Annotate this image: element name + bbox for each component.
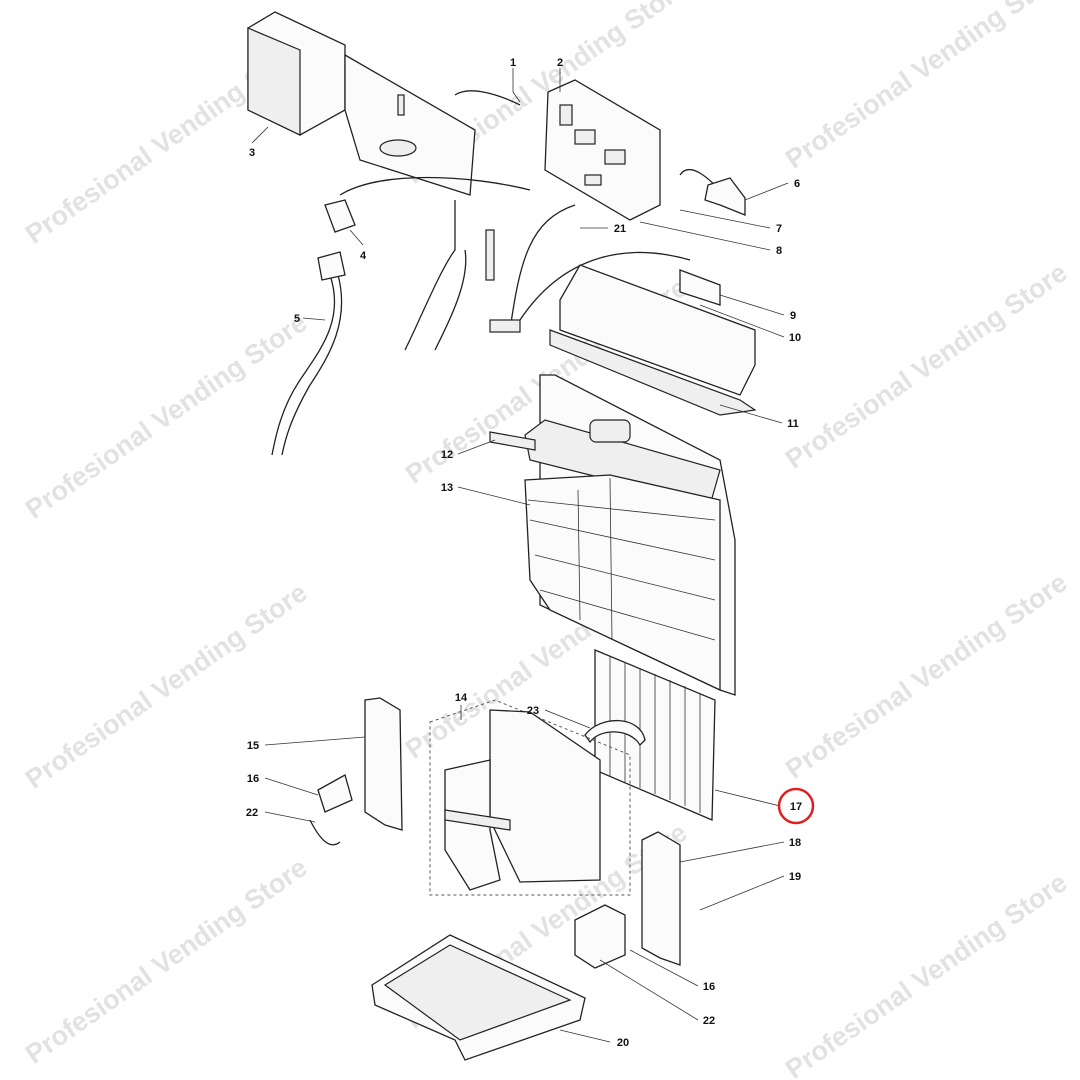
label-2: 2: [557, 57, 563, 69]
part-3-cover[interactable]: [247, 11, 476, 196]
label-22: 22: [246, 807, 258, 819]
label-4: 4: [360, 250, 367, 262]
label-16b: 16: [703, 981, 715, 993]
label-16: 16: [247, 773, 259, 785]
label-17: 17: [790, 801, 802, 813]
label-9: 9: [790, 310, 796, 322]
leader-lines: [251, 68, 789, 1043]
part-4-sensor[interactable]: [317, 199, 356, 281]
label-19: 19: [789, 871, 801, 883]
part-18-hinge-plate[interactable]: [574, 831, 681, 969]
label-18: 18: [789, 837, 801, 849]
label-14: 14: [455, 692, 468, 704]
highlight-circle: [777, 787, 815, 825]
part-11-holder[interactable]: [549, 264, 757, 416]
label-15: 15: [247, 740, 259, 752]
label-20: 20: [617, 1037, 629, 1049]
part-15-hinge-plate[interactable]: [309, 697, 403, 846]
label-3: 3: [249, 147, 255, 159]
label-22b: 22: [703, 1015, 715, 1027]
part-12-ribbon[interactable]: [489, 431, 536, 451]
label-7: 7: [776, 223, 782, 235]
label-6: 6: [794, 178, 800, 190]
label-21: 21: [614, 223, 626, 235]
label-13: 13: [441, 482, 453, 494]
part-labels: 1 2 3 4 5 6 7 8 21 9 10 11 12 13 14 15 1…: [246, 57, 815, 1049]
part-23-clamp[interactable]: [584, 719, 646, 747]
label-8: 8: [776, 245, 782, 257]
label-10: 10: [789, 332, 801, 344]
label-1: 1: [510, 57, 516, 69]
part-13-panel[interactable]: [524, 374, 736, 696]
wiring-harness: [271, 90, 721, 456]
part-14-hopper[interactable]: [429, 699, 631, 896]
label-11: 11: [787, 418, 799, 430]
label-12: 12: [441, 449, 453, 461]
label-23: 23: [527, 705, 539, 717]
part-2-pcb[interactable]: [544, 79, 661, 221]
label-5: 5: [294, 313, 300, 325]
part-6-bracket[interactable]: [704, 177, 746, 216]
